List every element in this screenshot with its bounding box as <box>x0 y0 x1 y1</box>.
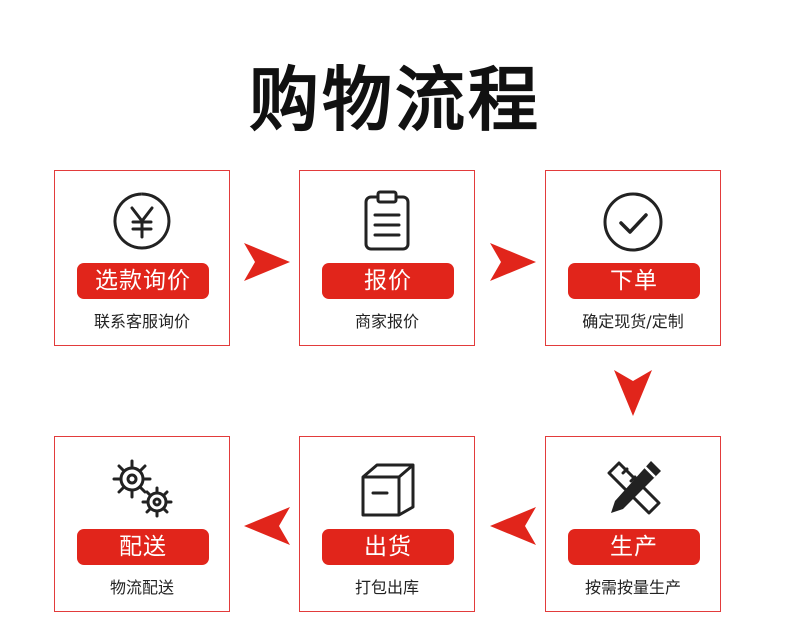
step-label-badge: 配送 <box>77 529 209 565</box>
step-card-order: 下单 确定现货/定制 <box>545 170 721 346</box>
step-card-quote: 报价 商家报价 <box>299 170 475 346</box>
arrow-down-icon <box>614 370 652 416</box>
arrow-right-icon <box>490 243 536 281</box>
step-caption: 商家报价 <box>354 312 419 331</box>
step-card-shipping: 出货 打包出库 <box>299 436 475 612</box>
check-circle-icon <box>593 181 673 261</box>
step-label-badge: 报价 <box>322 263 454 299</box>
step-caption: 按需按量生产 <box>584 578 681 597</box>
step-caption: 打包出库 <box>354 578 419 597</box>
clipboard-icon <box>347 181 427 261</box>
arrow-left-icon <box>244 507 290 545</box>
arrow-right-icon <box>244 243 290 281</box>
box-icon <box>347 447 427 527</box>
step-label-badge: 选款询价 <box>77 263 209 299</box>
step-label-badge: 下单 <box>568 263 700 299</box>
yen-circle-icon <box>102 181 182 261</box>
step-card-delivery: 配送 物流配送 <box>54 436 230 612</box>
step-label-badge: 生产 <box>568 529 700 565</box>
arrow-left-icon <box>490 507 536 545</box>
step-card-production: 生产 按需按量生产 <box>545 436 721 612</box>
step-caption: 确定现货/定制 <box>582 312 684 331</box>
pencil-ruler-icon <box>593 447 673 527</box>
gears-icon <box>102 447 182 527</box>
step-caption: 物流配送 <box>109 578 174 597</box>
step-card-inquiry: 选款询价 联系客服询价 <box>54 170 230 346</box>
step-caption: 联系客服询价 <box>93 312 190 331</box>
page-title: 购物流程 <box>249 59 541 141</box>
step-label-badge: 出货 <box>322 529 454 565</box>
